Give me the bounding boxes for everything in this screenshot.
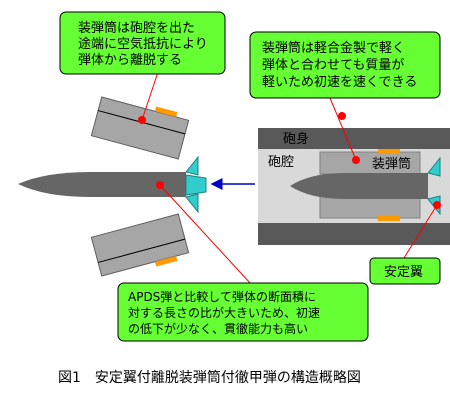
projectile-flight-body <box>18 172 186 197</box>
leader-lines <box>138 59 441 284</box>
sabot-in-bore <box>319 149 421 221</box>
callout-penetration-box <box>117 282 369 342</box>
callout-sabot-separation-box <box>59 11 226 75</box>
sabot-piece-lower-band <box>154 256 178 267</box>
projectile-in-bore <box>290 112 441 216</box>
sabot-piece-lower <box>90 213 190 277</box>
separated-sabot-upper <box>90 96 190 160</box>
sabot-piece-upper <box>90 96 190 160</box>
leader-penetration-dot <box>156 181 164 189</box>
figure-caption: 図1 安定翼付離脱装弾筒付徹甲弾の構造概略図 <box>58 369 361 386</box>
sabot-piece-lower-seam <box>97 238 186 263</box>
fin-flight-bottom <box>185 193 199 214</box>
callout-sabot-material-line-3: 軽いため初速を速くできる <box>262 75 417 90</box>
sabot-label: 装弾筒 <box>372 156 411 172</box>
separated-sabot-lower <box>90 213 190 277</box>
leader-sabot-separation-dot <box>138 116 146 124</box>
callout-stabilizer: 安定翼 <box>369 257 441 285</box>
barrel-wall-top <box>258 128 450 149</box>
projectile-in-bore-body <box>290 173 428 199</box>
callout-stabilizer-box <box>369 257 441 285</box>
callout-sabot-material-line-2: 弾体と合わせても質量が <box>262 58 404 73</box>
callout-sabot-separation-line-1: 装弾筒は砲腔を出た <box>78 20 195 36</box>
callout-penetration-line-3: の低下が少なく、貫徹能力も高い <box>128 321 308 336</box>
callout-penetration-line-2: 対する長さの比が大きいため、初速 <box>128 305 320 320</box>
leader-sabot-material-dot <box>352 156 360 164</box>
callout-sabot-separation-line-3: 弾体から離脱する <box>78 53 182 68</box>
sabot-band-top <box>378 149 400 154</box>
sabot-piece-upper-band <box>154 106 178 117</box>
callout-sabot-material-box <box>249 31 441 99</box>
leader-stabilizer <box>403 204 438 259</box>
sabot-lower-half <box>319 195 421 219</box>
fin-flight-top <box>185 155 199 176</box>
barrel-label: 砲身 <box>283 131 309 147</box>
callout-sabot-separation-line-2: 途端に空気抵抗により <box>78 36 208 52</box>
fin-in-bore-top <box>427 156 441 177</box>
barrel-wall-bottom <box>258 223 450 245</box>
leader-penetration <box>159 184 251 284</box>
callout-penetration: APDS弾と比較して弾体の断面積に 対する長さの比が大きいため、初速 の低下が少… <box>117 282 369 342</box>
leader-stabilizer-dot <box>433 201 441 209</box>
fin-flight-rear <box>185 174 207 196</box>
projectile-in-flight <box>18 155 207 214</box>
callout-stabilizer-line-1: 安定翼 <box>384 265 423 280</box>
callout-sabot-material-line-1: 装弾筒は軽合金製で軽く <box>262 40 405 56</box>
bore-label: 砲腔 <box>268 155 294 170</box>
callout-penetration-line-1: APDS弾と比較して弾体の断面積に <box>128 289 316 304</box>
sabot-band-bottom <box>378 216 400 221</box>
callout-sabot-separation: 装弾筒は砲腔を出た 途端に空気抵抗により 弾体から離脱する <box>59 11 226 75</box>
leader-sabot-material <box>329 97 357 161</box>
sabot-callout-dot <box>338 112 346 120</box>
callout-sabot-material: 装弾筒は軽合金製で軽く 弾体と合わせても質量が 軽いため初速を速くできる <box>249 31 441 99</box>
